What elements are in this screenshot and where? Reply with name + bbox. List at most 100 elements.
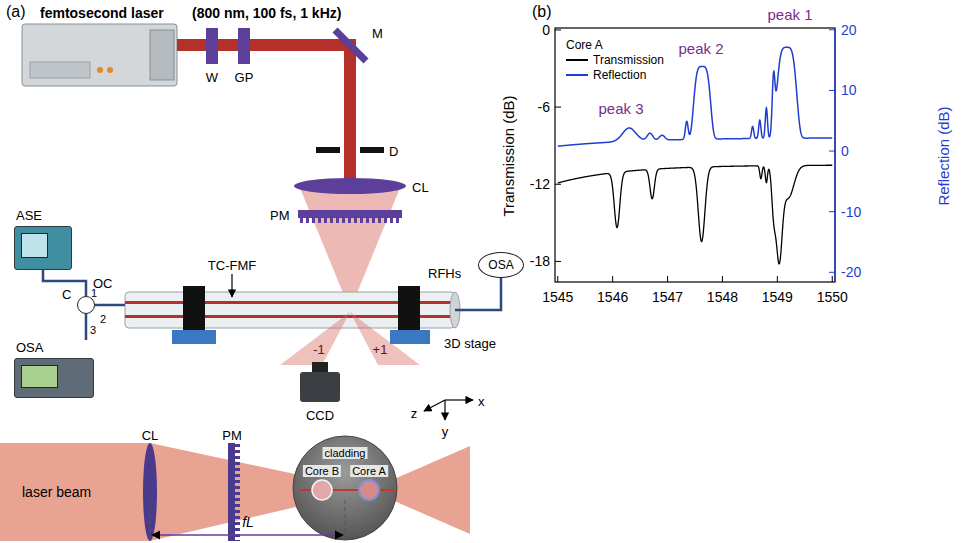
tick-mark — [557, 276, 558, 282]
reflection-curve — [558, 47, 833, 146]
leader-line — [231, 274, 232, 297]
node-label: OSA — [488, 258, 513, 272]
diffraction-order — [350, 312, 420, 365]
port-number: 3 — [90, 324, 96, 336]
tick-mark — [555, 29, 561, 30]
axis-name: x — [478, 394, 485, 409]
fiber-holder — [398, 286, 420, 330]
diaphragm — [360, 147, 384, 153]
display-screen — [21, 233, 48, 258]
dimension-extension — [345, 500, 346, 541]
node-label: OC — [93, 276, 113, 291]
laser-output-panel — [150, 30, 174, 80]
spectrum-analyzer: OSA — [12, 340, 96, 398]
dimension-line — [152, 534, 343, 535]
order-label: +1 — [373, 342, 388, 357]
peak-label: peak 3 — [598, 100, 643, 117]
peak-label: peak 1 — [767, 6, 812, 23]
part-label: M — [372, 26, 383, 41]
fiber-cross-section — [293, 436, 397, 540]
translation-stage — [172, 330, 216, 344]
light-source-body — [14, 226, 72, 270]
part-label: 3D stage — [444, 336, 496, 351]
part-label: cladding — [323, 447, 368, 459]
axis-arrow — [444, 400, 445, 420]
fiber-connection — [85, 314, 88, 340]
tick-label: -20 — [841, 264, 861, 280]
fiber-core — [359, 480, 379, 500]
tick-label: -18 — [530, 253, 550, 269]
parameter-label: (800 nm, 100 fs, 1 kHz) — [192, 5, 341, 21]
cylindrical-lens — [294, 178, 406, 194]
part-label: PM — [222, 428, 242, 443]
tick-mark — [555, 107, 561, 108]
part-label: PM — [270, 208, 290, 223]
part-label: RFHs — [428, 266, 461, 281]
part-label: TC-FMF — [208, 258, 256, 273]
mirror — [335, 30, 366, 61]
spectrum-analyzer: OSA — [478, 252, 524, 278]
tick-mark — [829, 151, 835, 152]
dimension-extension — [150, 500, 151, 541]
legend-text: Transmission — [593, 53, 664, 67]
fiber-core — [312, 480, 332, 500]
tick-label: 1550 — [817, 289, 848, 305]
legend-text: Reflection — [593, 68, 646, 82]
laser-indicator — [97, 67, 103, 73]
tick-label: 1546 — [597, 289, 628, 305]
phase-mask — [298, 210, 402, 218]
order-label: -1 — [313, 342, 325, 357]
port-number: 2 — [100, 313, 106, 325]
axis-arrow — [445, 399, 473, 400]
tick-mark — [832, 276, 833, 282]
legend-title: Core A — [566, 38, 603, 52]
tick-label: 0 — [841, 143, 849, 159]
axis-name: z — [411, 406, 418, 421]
phase-mask — [228, 443, 235, 541]
diffraction-order — [280, 312, 350, 365]
fiber-connection — [455, 278, 501, 310]
diaphragm — [316, 147, 340, 153]
light-source: ASE — [12, 208, 74, 270]
tick-mark — [829, 29, 835, 30]
tick-label: 20 — [841, 22, 857, 38]
part-label: CCD — [306, 408, 334, 423]
tick-label: 0 — [542, 22, 550, 38]
tick-label: 1549 — [762, 289, 793, 305]
tick-mark — [829, 90, 835, 91]
waveplate — [206, 28, 218, 64]
tick-label: 1548 — [707, 289, 738, 305]
legend-line-sample — [566, 59, 588, 61]
tick-mark — [667, 276, 668, 282]
part-label: laser beam — [22, 484, 91, 500]
tick-label: 1547 — [652, 289, 683, 305]
node-label: C — [62, 287, 71, 302]
dimension-label: fL — [242, 514, 254, 530]
fiber-holder — [183, 286, 205, 330]
tick-mark — [555, 261, 561, 262]
transmission-curve — [558, 165, 833, 264]
fiber-connection — [95, 304, 125, 307]
axis-title: Reflection (dB) — [935, 106, 952, 205]
tick-mark — [829, 211, 835, 212]
node-label: OSA — [12, 340, 96, 355]
tick-mark — [777, 276, 778, 282]
tick-label: 10 — [841, 82, 857, 98]
axis-title: Transmission (dB) — [500, 95, 517, 216]
axis-name: y — [442, 424, 449, 439]
laser-beam — [344, 39, 356, 180]
part-label: CL — [412, 180, 429, 195]
optical-fiber: OC — [125, 292, 455, 328]
tick-mark — [829, 272, 835, 273]
phase-mask-grating — [298, 218, 402, 223]
laser-indicator — [107, 67, 113, 73]
device-label: femtosecond laser — [40, 5, 164, 21]
laser-body — [22, 24, 177, 86]
camera-body — [300, 372, 340, 402]
tick-mark — [612, 276, 613, 282]
panel-label: (a) — [6, 3, 26, 20]
tick-label: -12 — [530, 176, 550, 192]
right-axis — [834, 28, 835, 282]
part-label: D — [389, 144, 398, 159]
translation-stage — [390, 330, 430, 344]
